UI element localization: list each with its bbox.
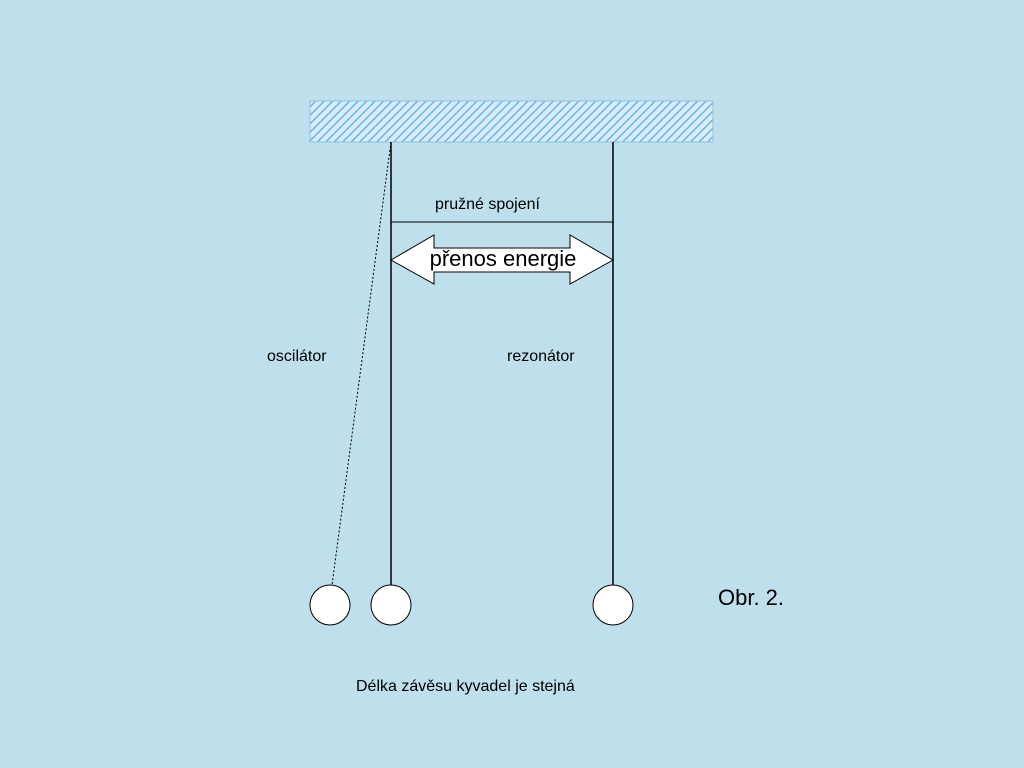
oscillator-label: oscilátor bbox=[267, 348, 327, 365]
oscillator-displaced-bob bbox=[309, 584, 351, 626]
coupling-label: pružné spojení bbox=[435, 196, 540, 213]
resonator-bob bbox=[592, 584, 634, 626]
energy-transfer-arrow bbox=[389, 234, 615, 285]
ceiling-support bbox=[309, 100, 714, 143]
energy-transfer-label: přenos energie bbox=[429, 246, 577, 271]
oscillator-bob bbox=[370, 584, 412, 626]
oscillator-displaced-string bbox=[331, 141, 392, 586]
figure-caption: Délka závěsu kyvadel je stejná bbox=[356, 678, 575, 695]
resonator-label: rezonátor bbox=[507, 348, 575, 365]
figure-number: Obr. 2. bbox=[718, 585, 785, 610]
